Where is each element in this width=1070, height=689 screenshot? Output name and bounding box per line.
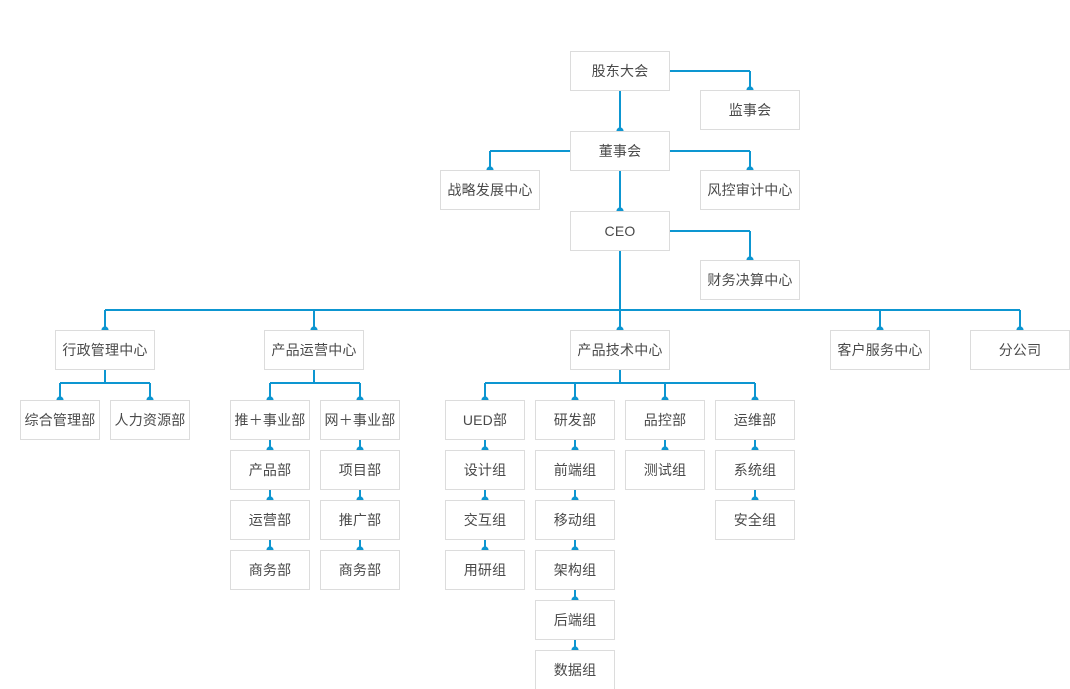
org-node-n31[interactable]: 后端组 (535, 600, 615, 640)
org-node-n5[interactable]: 风控审计中心 (700, 170, 800, 210)
org-node-label: 设计组 (463, 462, 507, 478)
org-node-label: 安全组 (733, 512, 777, 528)
org-node-n22[interactable]: 商务部 (320, 550, 400, 590)
org-node-label: 推广部 (338, 512, 382, 528)
org-node-label: 客户服务中心 (837, 342, 923, 358)
org-node-n37[interactable]: 安全组 (715, 500, 795, 540)
org-node-label: 分公司 (998, 342, 1042, 358)
org-node-n27[interactable]: 研发部 (535, 400, 615, 440)
org-node-n2[interactable]: 监事会 (700, 90, 800, 130)
org-node-label: 行政管理中心 (62, 342, 148, 358)
org-node-n11[interactable]: 客户服务中心 (830, 330, 930, 370)
org-node-label: 产品技术中心 (577, 342, 663, 358)
org-node-n34[interactable]: 测试组 (625, 450, 705, 490)
org-node-label: 系统组 (733, 462, 777, 478)
org-node-n6[interactable]: CEO (570, 211, 670, 251)
org-node-n33[interactable]: 品控部 (625, 400, 705, 440)
org-node-n21[interactable]: 推广部 (320, 500, 400, 540)
org-node-label: 测试组 (643, 462, 687, 478)
org-node-label: 产品运营中心 (271, 342, 357, 358)
org-node-n32[interactable]: 数据组 (535, 650, 615, 689)
org-node-label: CEO (604, 223, 636, 239)
org-node-n3[interactable]: 董事会 (570, 131, 670, 171)
org-node-n4[interactable]: 战略发展中心 (440, 170, 540, 210)
org-node-n7[interactable]: 财务决算中心 (700, 260, 800, 300)
org-node-label: 交互组 (463, 512, 507, 528)
org-node-n1[interactable]: 股东大会 (570, 51, 670, 91)
org-node-n8[interactable]: 行政管理中心 (55, 330, 155, 370)
org-node-label: 运维部 (733, 412, 777, 428)
org-node-label: 推＋事业部 (234, 412, 306, 428)
org-node-label: 用研组 (463, 562, 507, 578)
org-node-label: 监事会 (728, 102, 772, 118)
org-node-n35[interactable]: 运维部 (715, 400, 795, 440)
org-node-label: 股东大会 (591, 63, 649, 79)
org-node-n23[interactable]: UED部 (445, 400, 525, 440)
org-node-label: 网＋事业部 (324, 412, 396, 428)
org-node-label: 项目部 (338, 462, 382, 478)
org-node-n16[interactable]: 产品部 (230, 450, 310, 490)
org-node-n19[interactable]: 网＋事业部 (320, 400, 400, 440)
org-node-n18[interactable]: 商务部 (230, 550, 310, 590)
org-node-n15[interactable]: 推＋事业部 (230, 400, 310, 440)
org-node-n10[interactable]: 产品技术中心 (570, 330, 670, 370)
org-node-label: 综合管理部 (24, 412, 96, 428)
org-node-label: 风控审计中心 (707, 182, 793, 198)
org-node-n9[interactable]: 产品运营中心 (264, 330, 364, 370)
org-node-label: 商务部 (338, 562, 382, 578)
org-node-n36[interactable]: 系统组 (715, 450, 795, 490)
org-node-n26[interactable]: 用研组 (445, 550, 525, 590)
org-node-label: 财务决算中心 (707, 272, 793, 288)
org-node-label: 董事会 (598, 143, 642, 159)
org-node-label: 人力资源部 (114, 412, 186, 428)
org-node-label: 移动组 (553, 512, 597, 528)
org-node-n29[interactable]: 移动组 (535, 500, 615, 540)
org-node-n25[interactable]: 交互组 (445, 500, 525, 540)
org-node-n24[interactable]: 设计组 (445, 450, 525, 490)
org-node-label: 研发部 (553, 412, 597, 428)
org-node-n20[interactable]: 项目部 (320, 450, 400, 490)
org-node-n14[interactable]: 人力资源部 (110, 400, 190, 440)
org-node-n12[interactable]: 分公司 (970, 330, 1070, 370)
org-node-label: 品控部 (643, 412, 687, 428)
org-node-label: 架构组 (553, 562, 597, 578)
org-node-label: 商务部 (248, 562, 292, 578)
org-node-n30[interactable]: 架构组 (535, 550, 615, 590)
org-node-label: UED部 (462, 412, 508, 428)
org-node-n13[interactable]: 综合管理部 (20, 400, 100, 440)
org-node-label: 运营部 (248, 512, 292, 528)
org-node-label: 产品部 (248, 462, 292, 478)
org-node-label: 数据组 (553, 662, 597, 678)
org-node-label: 战略发展中心 (447, 182, 533, 198)
org-node-n17[interactable]: 运营部 (230, 500, 310, 540)
org-node-label: 前端组 (553, 462, 597, 478)
org-node-label: 后端组 (553, 612, 597, 628)
org-node-n28[interactable]: 前端组 (535, 450, 615, 490)
